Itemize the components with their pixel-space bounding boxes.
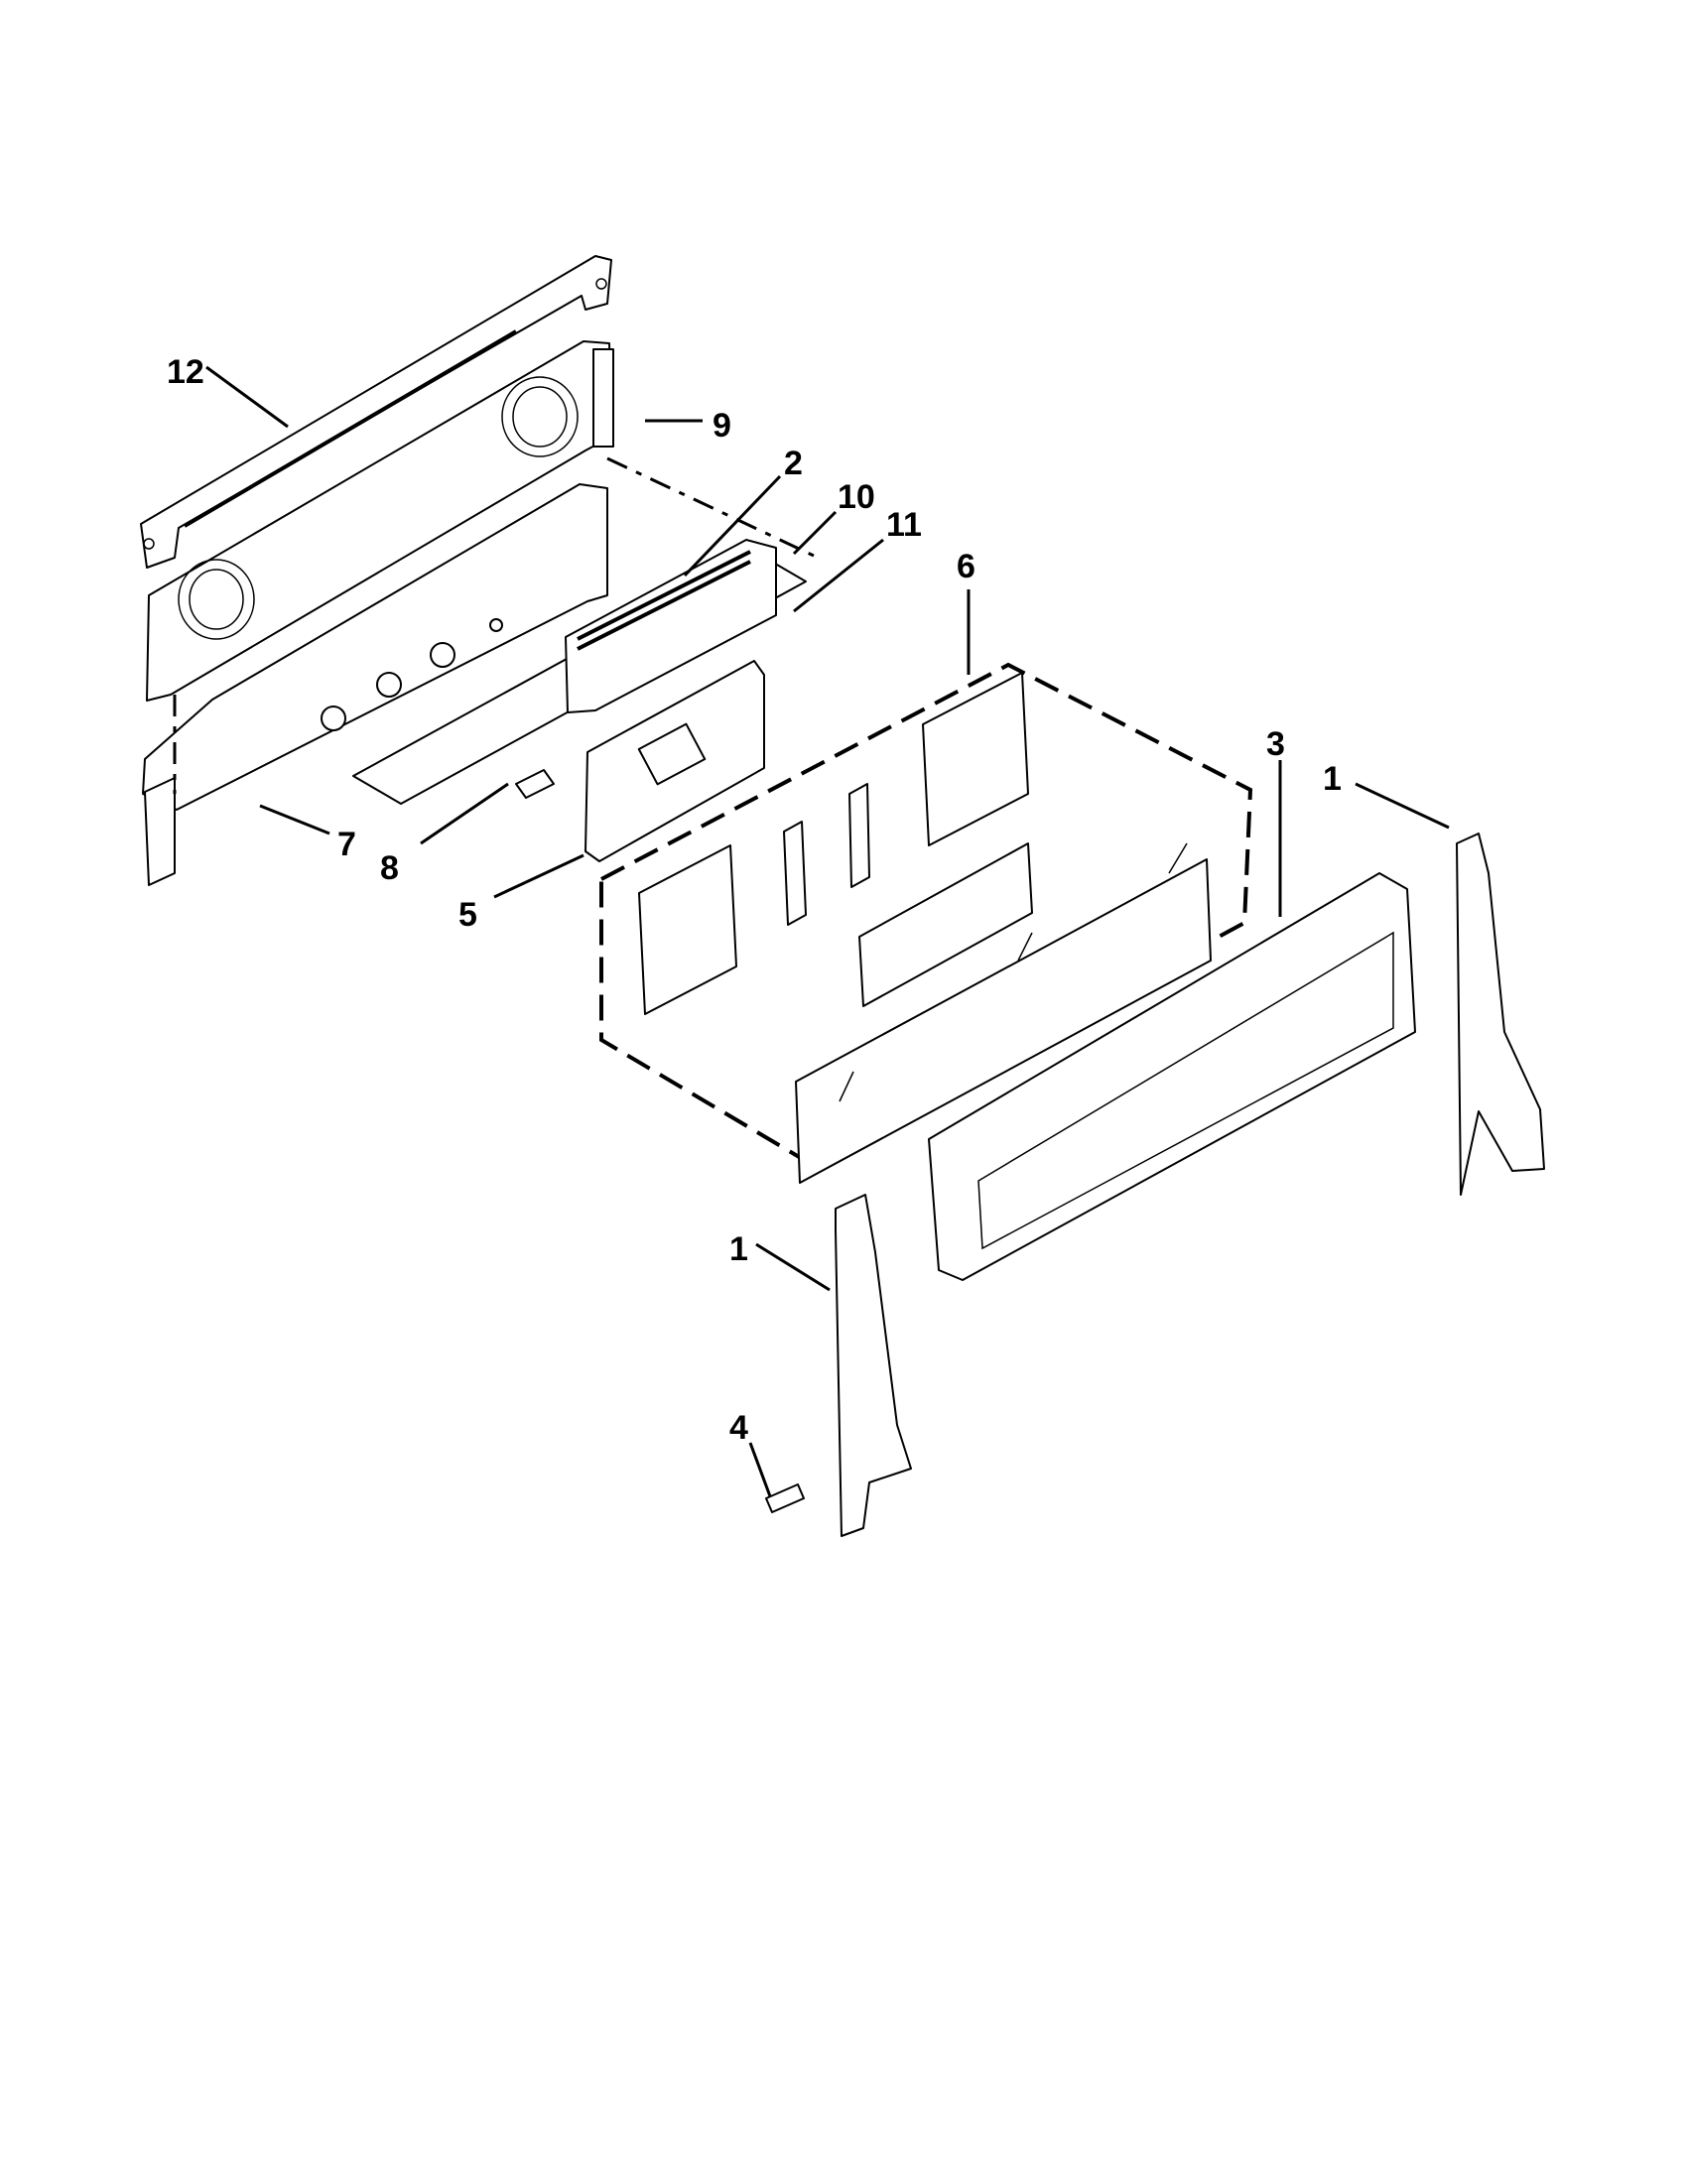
callout-11: 11 bbox=[886, 506, 922, 544]
callout-1-left: 1 bbox=[729, 1230, 748, 1268]
part-7-backguard bbox=[142, 483, 608, 886]
part-8-screw bbox=[515, 769, 555, 799]
callout-6: 6 bbox=[957, 548, 975, 585]
part-6-assembly-boundary bbox=[599, 662, 1253, 1164]
part-6-brackets bbox=[638, 672, 1029, 1015]
part-12-top-trim bbox=[140, 255, 612, 569]
part-6-glass bbox=[795, 842, 1212, 1184]
part-9-housing bbox=[146, 340, 614, 702]
callout-3: 3 bbox=[1266, 725, 1285, 763]
alignment-line bbox=[606, 456, 815, 558]
part-1-left-end-cap bbox=[835, 1194, 912, 1537]
part-1-right-end-cap bbox=[1456, 833, 1545, 1196]
callout-1-right: 1 bbox=[1323, 760, 1342, 798]
part-5-control-board bbox=[584, 660, 765, 862]
callout-8: 8 bbox=[380, 849, 399, 887]
part-4-screw bbox=[765, 1483, 805, 1513]
callout-9: 9 bbox=[713, 407, 731, 445]
part-11-bracket bbox=[565, 539, 777, 713]
callout-leaders bbox=[205, 365, 1450, 1497]
callout-4: 4 bbox=[729, 1409, 748, 1447]
callout-2: 2 bbox=[784, 445, 803, 482]
callout-12: 12 bbox=[167, 353, 204, 391]
part-3-trim bbox=[928, 872, 1416, 1281]
callout-5: 5 bbox=[458, 896, 477, 934]
callout-10: 10 bbox=[838, 478, 875, 516]
callout-7: 7 bbox=[337, 826, 356, 863]
